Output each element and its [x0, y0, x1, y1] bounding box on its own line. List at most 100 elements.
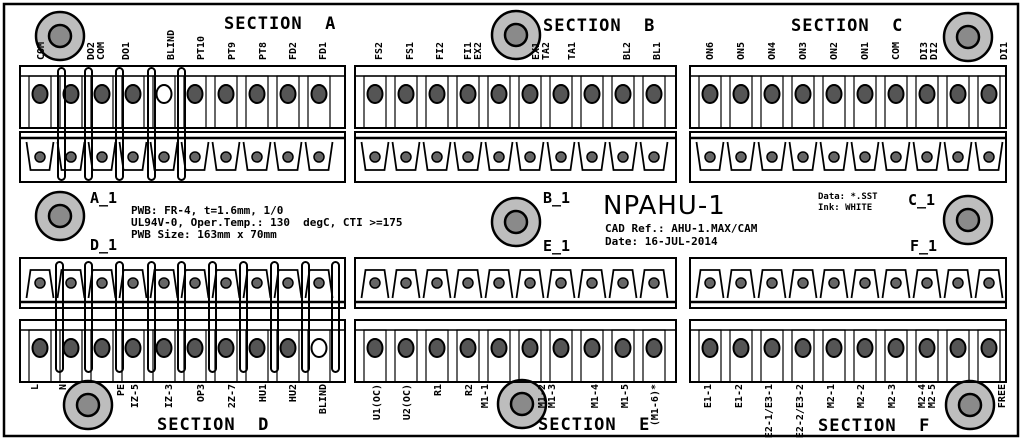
section-f-pin-label: E2-1/E3-1 — [764, 384, 775, 438]
section-d-pin-label: PE — [116, 384, 127, 396]
section-b-pin-label: TA2 — [541, 42, 552, 60]
section-b-pin-label: TA1 — [567, 42, 578, 60]
data-format: Data: *.SST — [818, 192, 878, 202]
section-c-pin-label: COM — [891, 42, 902, 60]
section-e-pin-label: (M1-6)* — [650, 384, 661, 426]
mounting-hole — [942, 11, 994, 63]
block-d1-label: D_1 — [90, 236, 117, 254]
section-b-pin-label: FS1 — [405, 42, 416, 60]
section-b-screw-terminal — [354, 131, 677, 183]
section-c-pin-label: ON2 — [829, 42, 840, 60]
section-b-pin-label: BL1 — [652, 42, 663, 60]
mounting-hole — [34, 10, 86, 62]
section-b-pin-header — [354, 65, 677, 129]
mounting-hole — [62, 379, 114, 431]
section-a-pin-label: PT9 — [227, 42, 238, 60]
section-b-pin-label: FI1 — [463, 42, 474, 60]
ink-color: Ink: WHITE — [818, 203, 872, 213]
jumper-wires-d — [55, 261, 340, 373]
section-a-title: SECTION A — [224, 14, 336, 34]
section-a-pin-header — [19, 65, 346, 129]
section-c-pin-label: DI1 — [999, 42, 1010, 60]
mounting-hole — [944, 379, 996, 431]
section-e-screw-terminal — [354, 257, 677, 309]
section-c-title: SECTION C — [791, 16, 903, 36]
section-a-pin-label: BLIND — [166, 30, 177, 60]
section-c-pin-label: ON3 — [798, 42, 809, 60]
section-b-pin-label: FS2 — [374, 42, 385, 60]
section-a-pin-label: DO2 — [86, 42, 97, 60]
section-d-pin-label: HU1 — [258, 384, 269, 402]
section-d-pin-label: 2Z-7 — [227, 384, 238, 408]
section-c-pin-label: ON6 — [705, 42, 716, 60]
connector-blocks — [19, 65, 1007, 383]
section-d-pin-label: HU2 — [288, 384, 299, 402]
section-e-pin-label: U1(OC) — [372, 384, 383, 420]
section-c-pin-header — [689, 65, 1007, 129]
block-c1-label: C_1 — [908, 191, 935, 209]
section-e-title: SECTION E — [538, 415, 650, 435]
section-b-pin-label: EX2 — [473, 42, 484, 60]
section-a-pin-label: PT8 — [258, 42, 269, 60]
section-e-pin-label: R2 — [464, 384, 475, 396]
section-c-screw-terminal — [689, 131, 1007, 183]
section-e-pin-label: M1-2 — [537, 384, 548, 408]
mounting-hole — [942, 194, 994, 246]
section-c-pin-label: ON4 — [767, 42, 778, 60]
section-d-pin-label: IZ-5 — [130, 384, 141, 408]
section-d-title: SECTION D — [157, 415, 269, 435]
section-d-pin-header — [19, 319, 346, 383]
block-b1-label: B_1 — [543, 189, 570, 207]
section-c-pin-label: ON1 — [860, 42, 871, 60]
section-e-pin-label: M1-3 — [547, 384, 558, 408]
section-d-pin-label: L — [30, 384, 41, 390]
section-c-pin-label: DI3 — [919, 42, 930, 60]
block-e1-label: E_1 — [543, 237, 570, 255]
section-f-pin-label: M2-4 — [917, 384, 928, 408]
section-f-pin-label: E1-1 — [703, 384, 714, 408]
mounting-hole — [34, 190, 86, 242]
section-d-screw-terminal — [19, 257, 346, 309]
section-a-pin-label: COM — [36, 42, 47, 60]
section-c-pin-label: ON5 — [736, 42, 747, 60]
section-e-pin-label: M1-4 — [590, 384, 601, 408]
pcb-note-size: PWB Size: 163mm x 70mm — [131, 228, 277, 241]
block-a1-label: A_1 — [90, 189, 117, 207]
section-f-pin-label: M2-3 — [887, 384, 898, 408]
section-b-pin-label: BL2 — [622, 42, 633, 60]
section-f-title: SECTION F — [818, 416, 930, 436]
section-a-pin-label: COM — [96, 42, 107, 60]
section-e-pin-label: M1-5 — [620, 384, 631, 408]
section-f-screw-terminal — [689, 257, 1007, 309]
section-d-pin-label: OP3 — [196, 384, 207, 402]
cad-reference: CAD Ref.: AHU-1.MAX/CAM — [605, 222, 758, 235]
section-f-pin-label: E2-2/E3-2 — [795, 384, 806, 438]
section-a-pin-label: PT10 — [196, 36, 207, 60]
section-a-pin-label: FD2 — [288, 42, 299, 60]
section-d-pin-label: N — [58, 384, 69, 390]
section-d-pin-label: BLIND — [318, 384, 329, 414]
section-a-pin-label: FD1 — [318, 42, 329, 60]
section-f-pin-label: E1-2 — [734, 384, 745, 408]
pcb-note-material: PWB: FR-4, t=1.6mm, 1/0 — [131, 204, 283, 217]
section-f-pin-label: FREE — [997, 384, 1008, 408]
board-date: Date: 16-JUL-2014 — [605, 235, 718, 248]
mounting-hole — [490, 196, 542, 248]
block-f1-label: F_1 — [910, 237, 937, 255]
section-b-pin-label: FI2 — [435, 42, 446, 60]
mounting-holes — [34, 9, 996, 431]
section-e-pin-label: R1 — [433, 384, 444, 396]
mounting-hole — [496, 378, 548, 430]
board-title: NPAHU-1 — [603, 191, 726, 221]
pcb-note-rating: UL94V-0, Oper.Temp.: 130 degC, CTI >=175 — [131, 216, 403, 229]
section-d-pin-label: IZ-3 — [164, 384, 175, 408]
section-e-pin-header — [354, 319, 677, 383]
section-b-pin-label: EX1 — [531, 42, 542, 60]
section-e-pin-label: U2(OC) — [402, 384, 413, 420]
section-f-pin-label: M2-2 — [856, 384, 867, 408]
section-f-pin-label: M2-1 — [826, 384, 837, 408]
section-b-title: SECTION B — [543, 16, 655, 36]
